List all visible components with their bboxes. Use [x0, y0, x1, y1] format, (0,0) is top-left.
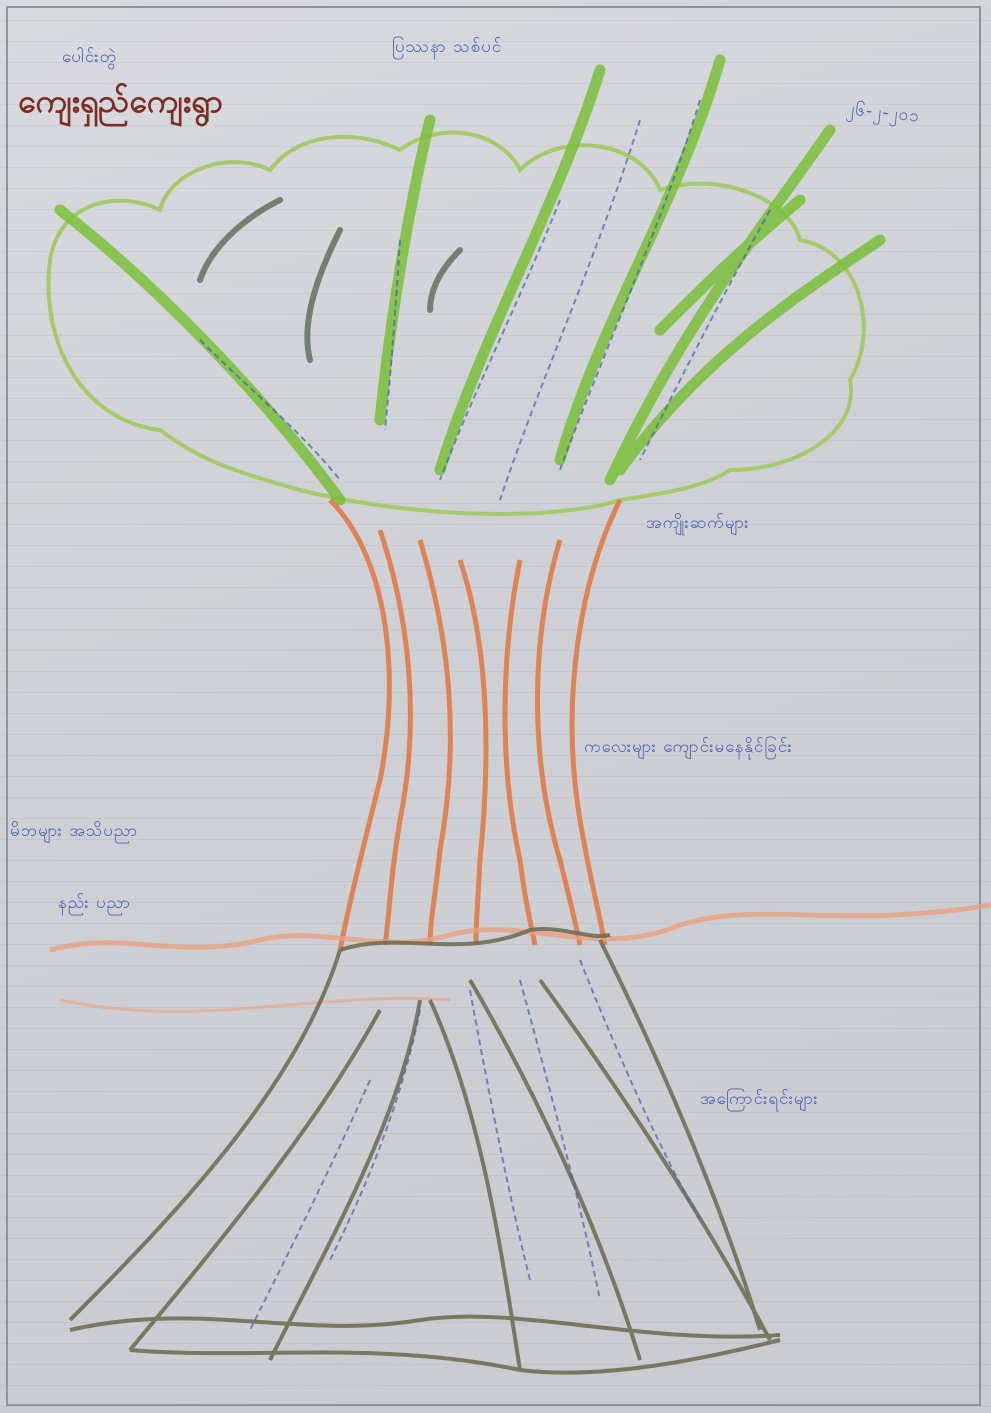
label-effects: အကျိုးဆက်များ	[646, 512, 749, 537]
ground-line	[50, 905, 991, 950]
roots	[70, 929, 780, 1373]
label-trunk-problem: ကလေးများ ကျောင်းမနေနိုင်ခြင်း	[584, 736, 793, 761]
canopy-outline	[48, 133, 863, 514]
label-ground-left-2: နည်း ပညာ	[58, 892, 131, 917]
label-root-causes: အကြောင်းရင်းများ	[700, 1088, 819, 1113]
trunk	[330, 500, 620, 950]
page-title: ကျေးရှည်ကျေးရွာ	[18, 80, 223, 128]
subtitle-top: ပြဿနာ သစ်ပင်	[392, 36, 502, 61]
subtitle-left: ပေါင်းတွဲ	[62, 46, 117, 71]
label-ground-left: မိဘများ အသိပညာ	[10, 820, 138, 845]
